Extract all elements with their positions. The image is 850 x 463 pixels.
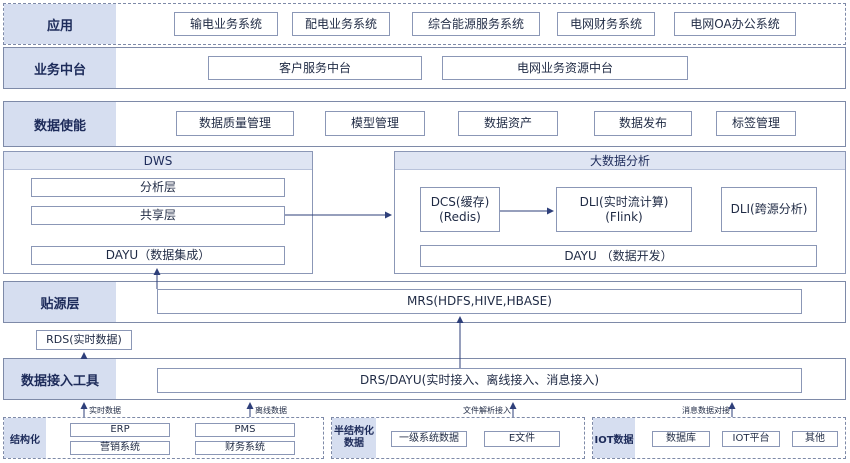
pms-system: PMS	[195, 423, 295, 437]
file-parse-label: 文件解析接入	[463, 406, 511, 415]
analysis-layer: 分析层	[31, 178, 285, 197]
grid-resource-platform: 电网业务资源中台	[442, 56, 688, 80]
drs-dayu: DRS/DAYU(实时接入、离线接入、消息接入)	[157, 368, 802, 393]
mrs-storage: MRS(HDFS,HIVE,HBASE)	[157, 289, 802, 314]
app-item-distribution: 配电业务系统	[292, 12, 390, 36]
iot-other: 其他	[792, 431, 838, 447]
offline-data-label: 离线数据	[255, 406, 287, 415]
level1-system-data: 一级系统数据	[391, 431, 467, 447]
dli-cross-source: DLI(跨源分析)	[721, 187, 817, 232]
application-header: 应用	[4, 4, 116, 44]
erp-system: ERP	[70, 423, 170, 437]
semi-structured-header: 半结构化 数据	[332, 418, 376, 458]
business-platform-band	[3, 47, 846, 89]
business-platform-header: 业务中台	[4, 48, 116, 88]
tag-mgmt: 标签管理	[716, 111, 796, 136]
big-data-title: 大数据分析	[395, 152, 845, 170]
iot-database: 数据库	[652, 431, 710, 447]
dcs-cache: DCS(缓存) (Redis)	[420, 187, 500, 232]
realtime-data-label: 实时数据	[89, 406, 121, 415]
marketing-system: 营销系统	[70, 441, 170, 455]
rds-realtime: RDS(实时数据)	[36, 330, 132, 350]
data-enablement-header: 数据使能	[4, 102, 116, 146]
dws-title: DWS	[4, 152, 312, 170]
iot-platform: IOT平台	[722, 431, 780, 447]
dayu-dev: DAYU （数据开发）	[420, 245, 817, 267]
message-data-label: 消息数据对接	[682, 406, 730, 415]
app-item-energy-service: 综合能源服务系统	[412, 12, 540, 36]
model-mgmt: 模型管理	[325, 111, 425, 136]
app-item-oa: 电网OA办公系统	[674, 12, 796, 36]
source-layer-header: 贴源层	[4, 282, 116, 322]
structured-header: 结构化	[4, 418, 46, 458]
data-quality-mgmt: 数据质量管理	[176, 111, 294, 136]
app-item-finance: 电网财务系统	[557, 12, 655, 36]
shared-layer: 共享层	[31, 206, 285, 225]
finance-system: 财务系统	[195, 441, 295, 455]
customer-service-platform: 客户服务中台	[208, 56, 422, 80]
data-publish: 数据发布	[594, 111, 692, 136]
iot-header: IOT数据	[593, 418, 635, 458]
app-item-transmission: 输电业务系统	[174, 12, 278, 36]
data-assets: 数据资产	[458, 111, 558, 136]
dayu-integration: DAYU（数据集成）	[31, 246, 285, 265]
ingestion-header: 数据接入工具	[4, 359, 116, 399]
dli-stream: DLI(实时流计算) (Flink)	[556, 187, 692, 232]
e-file: E文件	[484, 431, 560, 447]
